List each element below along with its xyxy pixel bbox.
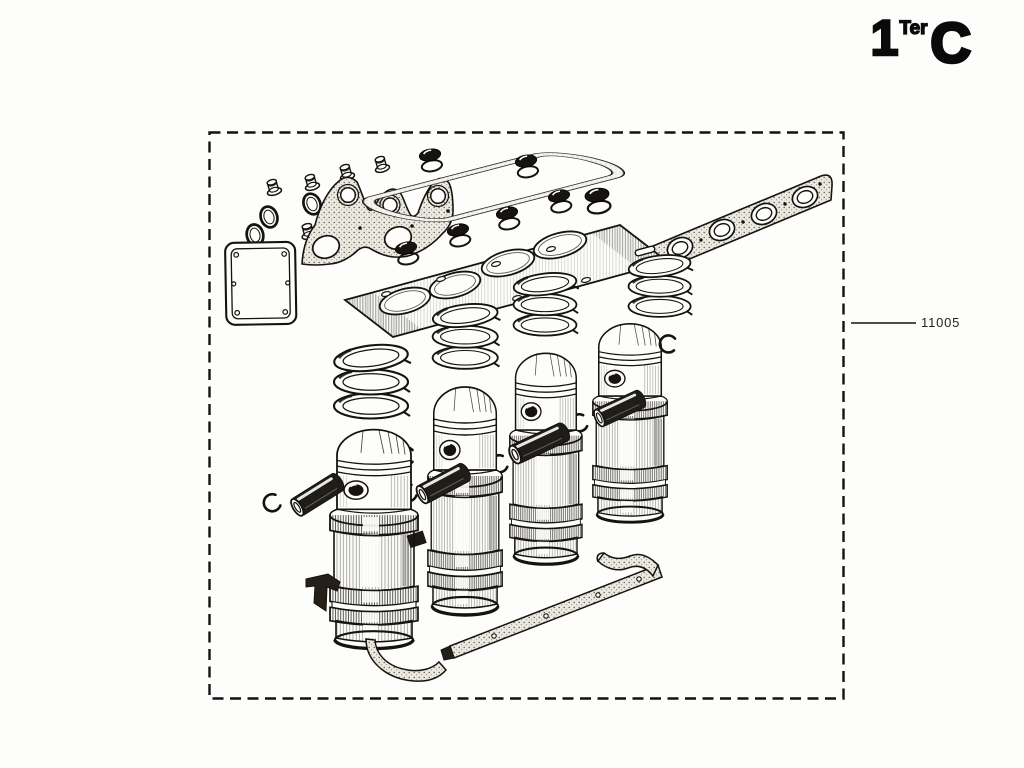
piston-assembly-2	[426, 385, 504, 617]
brand-logo: 1 Ter C	[869, 10, 973, 74]
valve-cover-gasket	[362, 152, 625, 223]
ring-set-2	[432, 300, 501, 368]
circlip-1	[260, 491, 283, 515]
pan-gasket-front-arc	[365, 638, 447, 682]
pan-gasket-rear-hook	[597, 551, 659, 578]
exploded-parts-drawing	[208, 131, 845, 700]
pan-gasket-end-bracket	[305, 573, 341, 612]
ring-set-1	[333, 341, 411, 419]
intake-manifold-gasket	[301, 176, 454, 266]
side-cover-gasket	[224, 240, 298, 326]
callout-leader-line	[851, 322, 916, 324]
ring-set-4	[627, 252, 693, 317]
piston-assembly-1	[328, 427, 420, 651]
figure-dashed-border	[208, 131, 845, 700]
oil-pan-gasket-set	[305, 551, 663, 682]
ring-set-3	[512, 270, 579, 336]
logo-digit: 1	[869, 10, 899, 66]
cylinder-head-gasket	[343, 224, 670, 338]
part-number-label: 11005	[921, 315, 961, 330]
logo-superscript: Ter	[899, 18, 928, 39]
logo-letter-c: C	[929, 11, 973, 74]
